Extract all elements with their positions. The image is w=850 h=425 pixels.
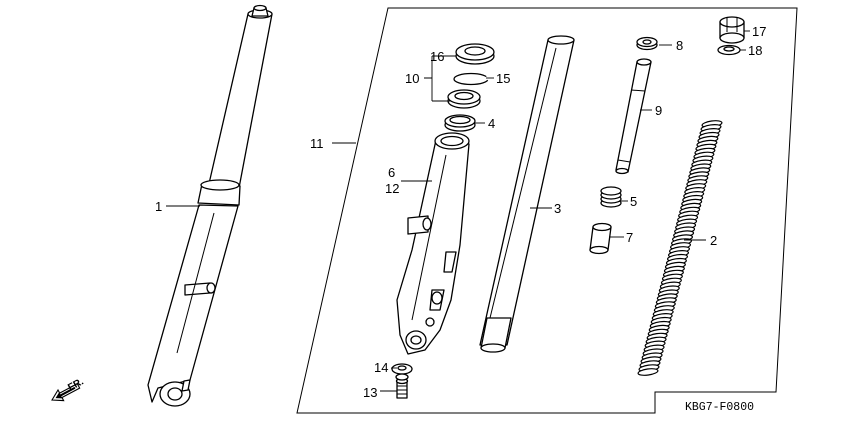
fork-piston-9 xyxy=(615,58,652,175)
piston-ring-8 xyxy=(636,36,658,51)
front-label: FR. xyxy=(66,376,86,393)
oil-lock-piece-7 xyxy=(589,222,612,255)
fork-slider-6-12 xyxy=(396,132,470,355)
callout-13: 13 xyxy=(363,385,377,400)
diagram-code: KBG7-F0800 xyxy=(685,401,754,414)
stopper-ring-15 xyxy=(453,72,491,86)
callout-15: 15 xyxy=(496,71,510,86)
rebound-spring-5 xyxy=(600,186,622,208)
callout-4: 4 xyxy=(488,116,495,131)
dust-seal-16 xyxy=(455,43,495,65)
sealing-washer-14 xyxy=(391,363,413,375)
callout-labels: 1 2 3 4 5 6 7 8 9 10 11 12 13 14 15 16 1… xyxy=(155,24,766,400)
fork-spring-2 xyxy=(637,120,723,376)
back-up-ring-4 xyxy=(444,114,476,132)
fork-assembly-left xyxy=(147,4,273,407)
callout-18: 18 xyxy=(748,43,762,58)
callout-14: 14 xyxy=(374,360,388,375)
callout-9: 9 xyxy=(655,103,662,118)
front-arrow-icon xyxy=(51,382,81,402)
oil-seal-10 xyxy=(447,89,481,109)
fork-pipe-3 xyxy=(479,35,575,353)
fork-bolt-17 xyxy=(719,16,745,44)
callout-5: 5 xyxy=(630,194,637,209)
callout-7: 7 xyxy=(626,230,633,245)
socket-bolt-13 xyxy=(395,373,409,399)
callout-8: 8 xyxy=(676,38,683,53)
callout-10: 10 xyxy=(405,71,419,86)
callout-11: 11 xyxy=(310,136,324,151)
callout-12: 12 xyxy=(385,181,399,196)
leader-lines xyxy=(166,30,750,392)
callout-1: 1 xyxy=(155,199,162,214)
callout-6: 6 xyxy=(388,165,395,180)
callout-17: 17 xyxy=(752,24,766,39)
callout-3: 3 xyxy=(554,201,561,216)
callout-2: 2 xyxy=(710,233,717,248)
front-direction-indicator: FR. xyxy=(51,376,86,402)
spring-coil xyxy=(637,368,659,376)
assembly-frame xyxy=(296,7,798,414)
callout-16: 16 xyxy=(430,49,444,64)
o-ring-18 xyxy=(717,44,741,56)
